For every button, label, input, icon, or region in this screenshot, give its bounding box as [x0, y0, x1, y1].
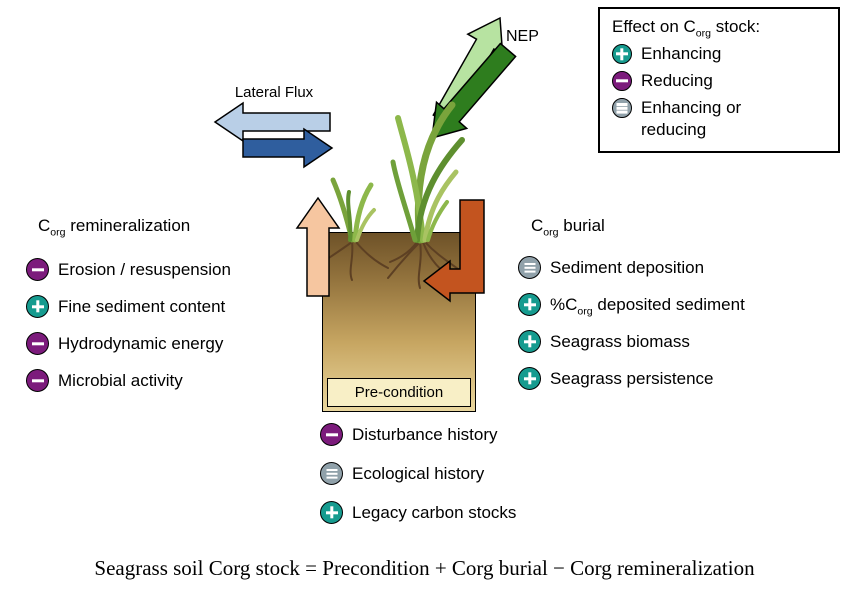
factor-label: Microbial activity	[58, 370, 183, 390]
seagrass-blade	[390, 159, 418, 243]
factor-item: Enhancing or reducing	[612, 97, 828, 141]
factor-item: Seagrass persistence	[518, 367, 745, 390]
factor-item: Reducing	[612, 70, 828, 92]
reducing-minus-icon	[612, 71, 632, 92]
glyph	[523, 376, 536, 381]
nep-export-arrow	[432, 16, 504, 126]
factor-label: Seagrass persistence	[550, 368, 714, 388]
glyph	[31, 304, 44, 309]
mixed-effect-icon	[518, 256, 541, 279]
factor-label: Enhancing or reducing	[641, 98, 742, 140]
factor-item: Erosion / resuspension	[26, 258, 231, 281]
glyph	[31, 378, 44, 383]
seagrass-blade	[414, 101, 456, 244]
factor-item: Hydrodynamic energy	[26, 332, 231, 355]
factor-label: Hydrodynamic energy	[58, 333, 224, 353]
seagrass-blades	[330, 101, 465, 244]
factor-item: Legacy carbon stocks	[320, 501, 516, 524]
factor-label: Sediment deposition	[550, 257, 705, 277]
enhancing-plus-icon	[518, 330, 541, 353]
glyph	[524, 266, 535, 269]
glyph	[326, 472, 337, 475]
mixed-effect-icon	[612, 98, 632, 119]
factor-item: Ecological history	[320, 462, 516, 485]
burial-factors: Sediment deposition %Corg deposited sedim…	[518, 256, 745, 390]
burial-heading: Corg burial	[531, 216, 605, 239]
glyph	[325, 432, 338, 437]
factor-label: Fine sediment content	[58, 296, 226, 316]
lateral-export-arrow	[213, 101, 331, 143]
glyph	[31, 267, 44, 272]
factor-label: Disturbance history	[352, 424, 498, 444]
lateral-flux-label: Lateral Flux	[234, 84, 314, 101]
enhancing-plus-icon	[612, 44, 632, 64]
enhancing-plus-icon	[518, 367, 541, 390]
enhancing-plus-icon	[518, 293, 541, 316]
nep-import-arrow	[431, 42, 517, 140]
glyph	[31, 341, 44, 346]
factor-label: Reducing	[641, 71, 713, 91]
nep-arrows	[431, 16, 517, 140]
factor-label: Ecological history	[352, 463, 485, 483]
factor-label: Seagrass biomass	[550, 331, 690, 351]
mixed-effect-icon	[320, 462, 343, 485]
reducing-minus-icon	[26, 369, 49, 392]
reducing-minus-icon	[26, 258, 49, 281]
glyph	[523, 302, 536, 307]
precondition-label: Pre-condition	[327, 378, 471, 407]
lateral-flux-arrows	[213, 101, 334, 169]
factor-label: Enhancing	[641, 44, 722, 63]
enhancing-plus-icon	[26, 295, 49, 318]
factor-item: Microbial activity	[26, 369, 231, 392]
seagrass-blade	[330, 177, 355, 243]
factor-label: %Corg deposited sediment	[550, 294, 745, 317]
reducing-minus-icon	[320, 423, 343, 446]
equation: Seagrass soil Corg stock = Precondition …	[94, 556, 755, 580]
remineralization-heading: Corg remineralization	[38, 216, 191, 239]
seagrass-blade	[422, 169, 459, 243]
glyph	[325, 510, 338, 515]
seagrass-blade	[414, 137, 465, 243]
sediment-box: Pre-condition	[322, 232, 476, 412]
factor-item: %Corg deposited sediment	[518, 293, 745, 316]
factor-item: Sediment deposition	[518, 256, 745, 279]
factor-item: Seagrass biomass	[518, 330, 745, 353]
factor-label: Legacy carbon stocks	[352, 502, 517, 522]
glyph	[523, 339, 536, 344]
enhancing-plus-icon	[320, 501, 343, 524]
legend-title: Effect on Corg stock:	[612, 17, 761, 40]
lateral-import-arrow	[242, 127, 334, 169]
factor-label: Erosion / resuspension	[58, 259, 231, 279]
glyph	[616, 106, 628, 110]
factor-item: Fine sediment content	[26, 295, 231, 318]
glyph	[616, 79, 628, 83]
nep-label: NEP	[506, 28, 539, 45]
glyph	[616, 52, 628, 56]
reducing-minus-icon	[26, 332, 49, 355]
factor-item: Enhancing	[612, 43, 828, 65]
seagrass-blade	[395, 115, 426, 243]
factor-item: Disturbance history	[320, 423, 516, 446]
